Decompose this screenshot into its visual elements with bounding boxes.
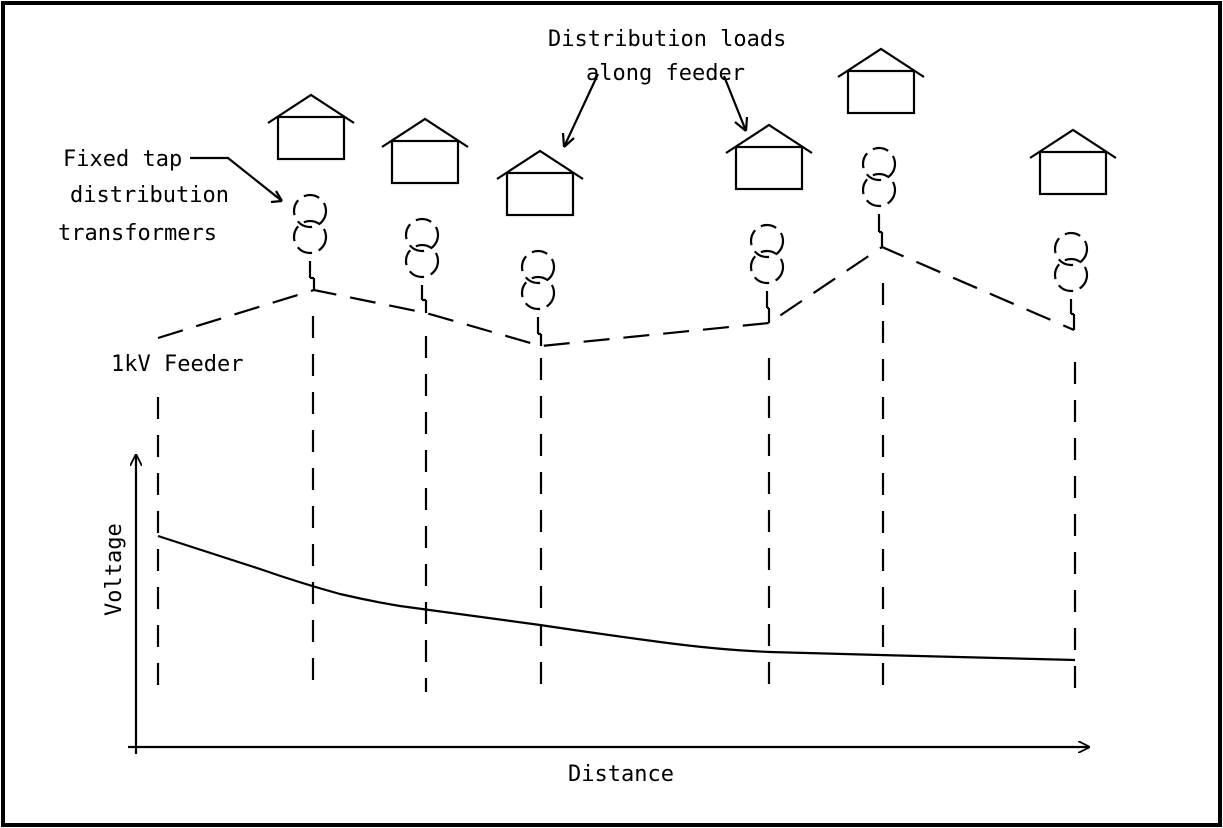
house-icon [380, 117, 470, 185]
transformer-icon [404, 217, 440, 313]
loads-leader-right [722, 75, 749, 132]
y-axis-label: Voltage [102, 523, 127, 616]
transformer-icon [861, 146, 897, 247]
transformer-label-line-2: distribution [70, 183, 229, 208]
transformer-icon [1053, 231, 1089, 330]
loads-label-line-2: along feeder [586, 61, 745, 86]
loads-label-line-1: Distribution loads [548, 27, 786, 52]
transformer-icon [749, 223, 785, 323]
house-icon [724, 123, 814, 191]
transformer-label-line-1: Fixed tap [63, 147, 182, 172]
x-axis-label: Distance [568, 762, 674, 787]
voltage-curve [157, 534, 1076, 662]
feeder-label: 1kV Feeder [111, 352, 243, 377]
house-icon [836, 47, 926, 115]
house-icon [266, 93, 356, 161]
loads-leader-left [561, 73, 599, 148]
transformer-label-line-3: transformers [58, 221, 217, 246]
transformer-icon [292, 193, 328, 290]
transformer-leader [190, 156, 283, 202]
transformer-icon [520, 249, 556, 346]
projection-lines [156, 283, 1077, 692]
feeder-line [157, 245, 1075, 348]
house-icon [1028, 128, 1118, 196]
house-icon [495, 149, 585, 217]
